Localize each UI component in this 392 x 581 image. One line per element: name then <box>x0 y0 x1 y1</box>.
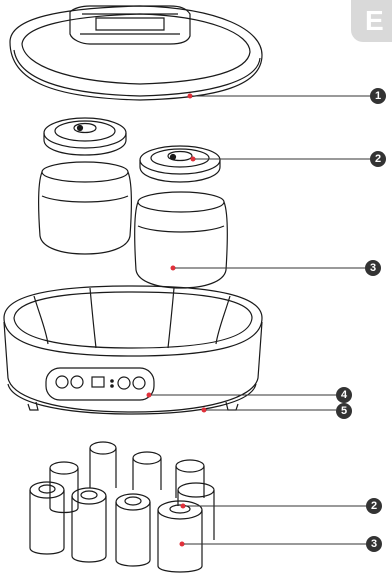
jar-lid-right-illustration <box>139 145 221 183</box>
reference-markers <box>146 93 207 547</box>
callout-1: 1 <box>370 88 386 104</box>
callout-2: 2 <box>370 151 386 167</box>
base-unit-illustration <box>3 285 263 415</box>
callout-5: 5 <box>336 403 352 419</box>
callout-3-cups: 3 <box>366 536 382 552</box>
yogurt-cups-illustration <box>29 441 215 573</box>
leader-lines <box>151 95 370 545</box>
section-tab-letter: E <box>365 5 384 36</box>
outer-lid-illustration <box>9 5 263 101</box>
callout-3: 3 <box>365 260 381 276</box>
section-tab: E <box>351 0 392 42</box>
glass-jar-right-illustration <box>134 191 228 289</box>
callout-2-cups: 2 <box>366 498 382 514</box>
callout-4: 4 <box>336 387 352 403</box>
glass-jar-left-illustration <box>38 161 132 255</box>
jar-lid-left-illustration <box>43 117 127 156</box>
